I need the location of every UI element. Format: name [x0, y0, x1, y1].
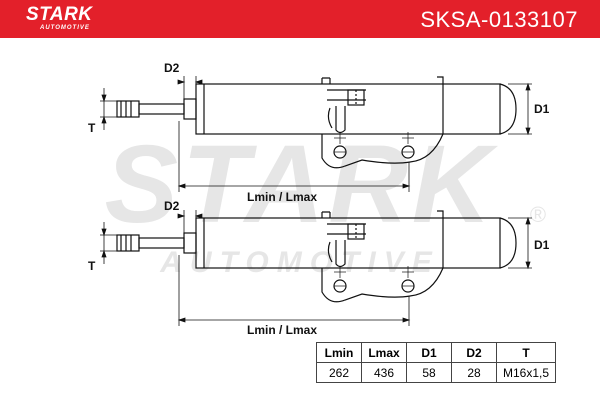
- top-view-centerlines: [334, 132, 414, 153]
- part-number: SKSA-0133107: [420, 7, 578, 32]
- spec-value-cell: 262: [316, 362, 362, 383]
- brand-logo: STARK AUTOMOTIVE: [26, 5, 93, 32]
- shock-absorber-top-view: [116, 76, 517, 169]
- bottom-length-label: Lmin / Lmax: [247, 323, 317, 337]
- bottom-d1-label: D1: [534, 238, 550, 252]
- technical-drawing: STARK AUTOMOTIVE ®: [88, 61, 550, 337]
- end-cap: [499, 83, 517, 135]
- watermark-registered-mark: ®: [530, 202, 546, 227]
- strut-bracket: [321, 76, 444, 169]
- top-t-label: T: [88, 121, 96, 135]
- shock-absorber-bottom-view: [116, 210, 517, 303]
- bottom-view-dimensions: [100, 210, 532, 326]
- strut-bracket: [321, 210, 444, 303]
- spec-header-cell: D2: [451, 342, 497, 363]
- header-bar: STARK AUTOMOTIVE SKSA-0133107: [0, 0, 600, 38]
- watermark-brand: STARK: [105, 123, 499, 246]
- spec-value-cell: 28: [451, 362, 497, 383]
- brand-name: STARK: [26, 4, 93, 25]
- watermark: STARK AUTOMOTIVE ®: [105, 123, 546, 279]
- watermark-sub: AUTOMOTIVE: [159, 246, 439, 279]
- piston-rod: [138, 103, 185, 115]
- bottom-view-centerlines: [334, 266, 414, 287]
- top-d2-label: D2: [164, 61, 180, 75]
- spec-table: Lmin Lmax D1 D2 T 262 436 58 28 M16x1,5: [316, 342, 556, 383]
- spec-header-cell: Lmin: [316, 342, 362, 363]
- spec-value-cell: 58: [406, 362, 452, 383]
- spec-value-cell: 436: [361, 362, 407, 383]
- rod-thread: [116, 100, 140, 118]
- end-cap: [499, 217, 517, 269]
- spec-header-row: Lmin Lmax D1 D2 T: [316, 342, 556, 363]
- bottom-d2-label: D2: [164, 199, 180, 213]
- spec-value-cell: M16x1,5: [496, 362, 556, 383]
- dust-seal: [183, 98, 197, 120]
- bottom-t-label: T: [88, 259, 96, 273]
- spec-value-row: 262 436 58 28 M16x1,5: [316, 362, 556, 383]
- damper-body: [195, 83, 501, 135]
- damper-body: [195, 217, 501, 269]
- top-length-label: Lmin / Lmax: [247, 190, 317, 204]
- top-view-dimensions: [100, 76, 532, 192]
- spec-header-cell: T: [496, 342, 556, 363]
- spec-header-cell: D1: [406, 342, 452, 363]
- spec-header-cell: Lmax: [361, 342, 407, 363]
- brand-subtitle: AUTOMOTIVE: [40, 25, 90, 31]
- top-d1-label: D1: [534, 102, 550, 116]
